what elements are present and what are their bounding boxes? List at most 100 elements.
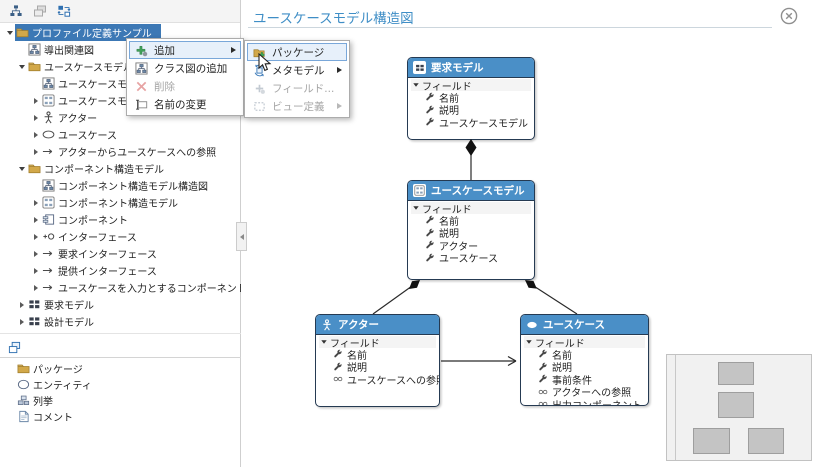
diagram-node-body: フィールド名前説明アクターユースケース	[408, 201, 534, 265]
tree-item[interactable]: 導出関連図	[0, 41, 241, 58]
palette-item[interactable]: パッケージ	[0, 360, 241, 376]
actor-icon	[41, 111, 56, 125]
tree-item[interactable]: コンポーネント構造モデル	[0, 160, 241, 177]
collapse-arrow-icon[interactable]	[30, 131, 41, 138]
diagram-node[interactable]: 要求モデルフィールド名前説明ユースケースモデル	[407, 57, 535, 140]
expand-arrow-icon[interactable]	[4, 30, 15, 35]
field-row[interactable]: 説明	[411, 227, 531, 240]
menu-item[interactable]: パッケージ	[247, 43, 347, 61]
field-row[interactable]: ユースケースへの参照	[319, 372, 439, 387]
views-icon[interactable]	[7, 340, 22, 355]
collapse-arrow-icon[interactable]	[30, 114, 41, 121]
view-def-icon	[252, 99, 267, 113]
tree-item[interactable]: インターフェース	[0, 228, 241, 245]
collapse-arrow-icon[interactable]	[30, 199, 41, 206]
menu-item[interactable]: 名前の変更	[129, 95, 241, 113]
toolbar-packages-icon[interactable]	[32, 4, 47, 19]
splitter-collapse-button[interactable]	[236, 222, 247, 251]
collapse-arrow-icon[interactable]	[16, 301, 27, 308]
palette-item[interactable]: コメント	[0, 408, 241, 424]
palette-header	[0, 337, 241, 358]
ref-icon	[330, 372, 345, 386]
menu-item[interactable]: 追加	[129, 41, 241, 59]
field-icon	[252, 81, 267, 95]
tree-item-label: 要求インターフェース	[58, 250, 157, 261]
tree-item-label: コンポーネント	[58, 216, 128, 227]
tree-item[interactable]: プロファイル定義サンプル	[0, 24, 241, 41]
expand-arrow-icon[interactable]	[16, 64, 27, 69]
collapse-arrow-icon[interactable]	[30, 284, 41, 291]
field-row[interactable]: 事前条件	[524, 373, 645, 387]
collapse-arrow-icon[interactable]	[16, 318, 27, 325]
tree-item[interactable]: アクター	[0, 109, 241, 126]
note-icon	[16, 409, 31, 423]
field-row[interactable]: 名前	[411, 214, 531, 228]
field-row[interactable]: 説明	[524, 361, 645, 374]
tree-item[interactable]: ユースケース	[0, 126, 241, 143]
diagram-node[interactable]: ユースケースモデルフィールド名前説明アクターユースケース	[407, 180, 535, 280]
collapse-arrow-icon[interactable]	[30, 267, 41, 274]
grid-icon	[27, 315, 42, 329]
field-row[interactable]: 説明	[319, 361, 436, 374]
toolbar-class-diagram-icon[interactable]	[8, 4, 23, 19]
collapse-arrow-icon[interactable]	[30, 216, 41, 223]
fields-group-header[interactable]: フィールド	[319, 336, 436, 350]
menu-item: フィールド...	[247, 79, 347, 97]
expand-arrow-icon[interactable]	[16, 166, 27, 171]
field-row[interactable]: アクター	[411, 239, 531, 253]
tree-item[interactable]: 要求モデル	[0, 296, 241, 313]
diagram-node[interactable]: ユースケースフィールド名前説明事前条件アクターへの参照出力コンポーネント	[520, 314, 649, 406]
field-row[interactable]: 説明	[411, 104, 531, 117]
field-row[interactable]: 名前	[524, 347, 645, 362]
field-row[interactable]: 名前	[411, 90, 531, 105]
tree-item[interactable]: アクターからユースケースへの参照	[0, 143, 241, 160]
tree-item-label: ユースケースモデル	[44, 63, 133, 74]
collapse-arrow-icon[interactable]	[30, 97, 41, 104]
tree-item-label: プロファイル定義サンプル	[32, 29, 152, 40]
tree-item[interactable]: コンポーネント構造モデル構造図	[0, 177, 241, 194]
wrench-icon	[422, 90, 437, 104]
submenu-arrow-icon	[231, 47, 236, 53]
tree-item[interactable]: 要求インターフェース	[0, 245, 241, 262]
metamodel-icon	[413, 184, 426, 197]
tree-item[interactable]: ユースケースを入力とするコンポーネントの導出	[0, 279, 241, 296]
tree-item[interactable]: コンポーネント構造モデル	[0, 194, 241, 211]
tree-item[interactable]: ユースケースモデル	[0, 92, 241, 109]
wrench-icon	[535, 347, 550, 361]
tree-item[interactable]: 設計モデル	[0, 313, 241, 330]
palette-item[interactable]: エンティティ	[0, 376, 241, 392]
collapse-arrow-icon[interactable]	[30, 233, 41, 240]
diagram-node-header[interactable]: ユースケースモデル	[408, 181, 534, 201]
palette-item[interactable]: 列挙	[0, 392, 241, 408]
context-menu: 追加クラス図の追加削除名前の変更	[126, 38, 244, 116]
field-row[interactable]: ユースケースモデル	[411, 116, 531, 130]
fields-group-header[interactable]: フィールド	[411, 79, 531, 93]
fields-group-header[interactable]: フィールド	[411, 202, 531, 216]
field-row[interactable]: ユースケース	[411, 252, 531, 265]
tree-item[interactable]: コンポーネント	[0, 211, 241, 228]
diagram-node[interactable]: アクターフィールド名前説明ユースケースへの参照	[315, 314, 440, 407]
diagram-node-header[interactable]: 要求モデル	[408, 58, 534, 78]
menu-item[interactable]: クラス図の追加	[129, 59, 241, 77]
overview-minimap[interactable]	[666, 354, 812, 461]
tree-item[interactable]: ユースケースモデル	[0, 58, 241, 75]
toolbar-derive-icon[interactable]	[56, 4, 71, 19]
field-row[interactable]: 出力コンポーネント	[524, 397, 645, 405]
interface-icon	[41, 230, 56, 244]
palette-item-label: 列挙	[33, 396, 53, 408]
tree-item[interactable]: 提供インターフェース	[0, 262, 241, 279]
collapse-arrow-icon[interactable]	[30, 148, 41, 155]
ref-icon	[535, 397, 550, 405]
collapse-arrow-icon[interactable]	[30, 250, 41, 257]
field-row[interactable]: アクターへの参照	[524, 386, 645, 399]
fields-group-header[interactable]: フィールド	[524, 336, 645, 350]
fields-label: フィールド	[330, 338, 380, 350]
context-submenu: パッケージメタモデルフィールド...ビュー定義	[244, 40, 350, 118]
wrench-icon	[330, 347, 345, 361]
tree-item-label: アクター	[58, 114, 98, 125]
diagram-node-header[interactable]: ユースケース	[521, 315, 648, 335]
field-row[interactable]: 名前	[319, 347, 436, 362]
close-icon[interactable]	[780, 7, 798, 25]
diagram-node-header[interactable]: アクター	[316, 315, 439, 335]
tree-item[interactable]: ユースケースモデル構造図	[0, 75, 241, 92]
